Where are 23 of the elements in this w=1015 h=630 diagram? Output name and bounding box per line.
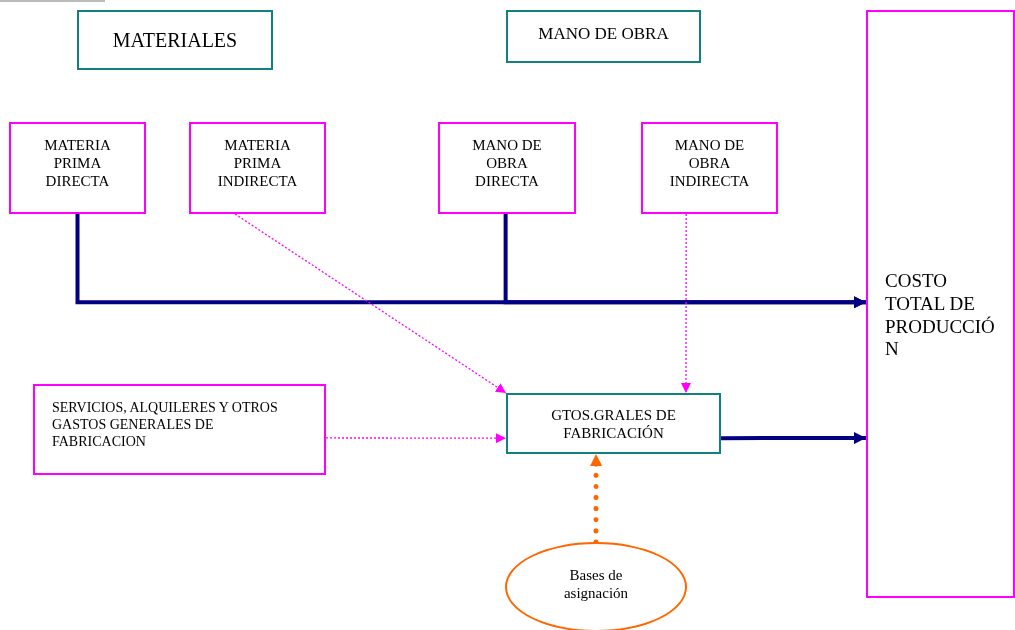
arrow xyxy=(721,432,866,445)
cost-box xyxy=(641,122,778,214)
node-label: MATERIA PRIMA INDIRECTA xyxy=(216,136,299,190)
node-label: MANO DE OBRA DIRECTA xyxy=(471,136,543,190)
node-label: GTOS.GRALES DE FABRICACIÓN xyxy=(550,405,677,442)
overhead-box xyxy=(506,393,721,454)
cost-box xyxy=(33,384,326,475)
cost-box xyxy=(189,122,326,214)
node-label: MATERIALES xyxy=(112,28,238,52)
arrow xyxy=(680,213,691,394)
arrow xyxy=(234,213,507,394)
node-label: COSTO TOTAL DE PRODUCCIÓN xyxy=(885,270,995,362)
category-box xyxy=(506,10,701,63)
arrow xyxy=(503,214,866,309)
node-label: SERVICIOS, ALQUILERES Y OTROS GASTOS GENERALES DE FABRICACION xyxy=(52,400,279,451)
cost-box xyxy=(438,122,576,214)
category-box xyxy=(77,10,273,70)
node-label: MATERIA PRIMA DIRECTA xyxy=(43,136,112,190)
node-label: MANO DE OBRA xyxy=(538,24,669,45)
total-cost-box xyxy=(866,10,1015,598)
cost-box xyxy=(9,122,146,214)
node-label: Bases de asignación xyxy=(562,566,630,602)
node-label: MANO DE OBRA INDIRECTA xyxy=(668,136,751,190)
